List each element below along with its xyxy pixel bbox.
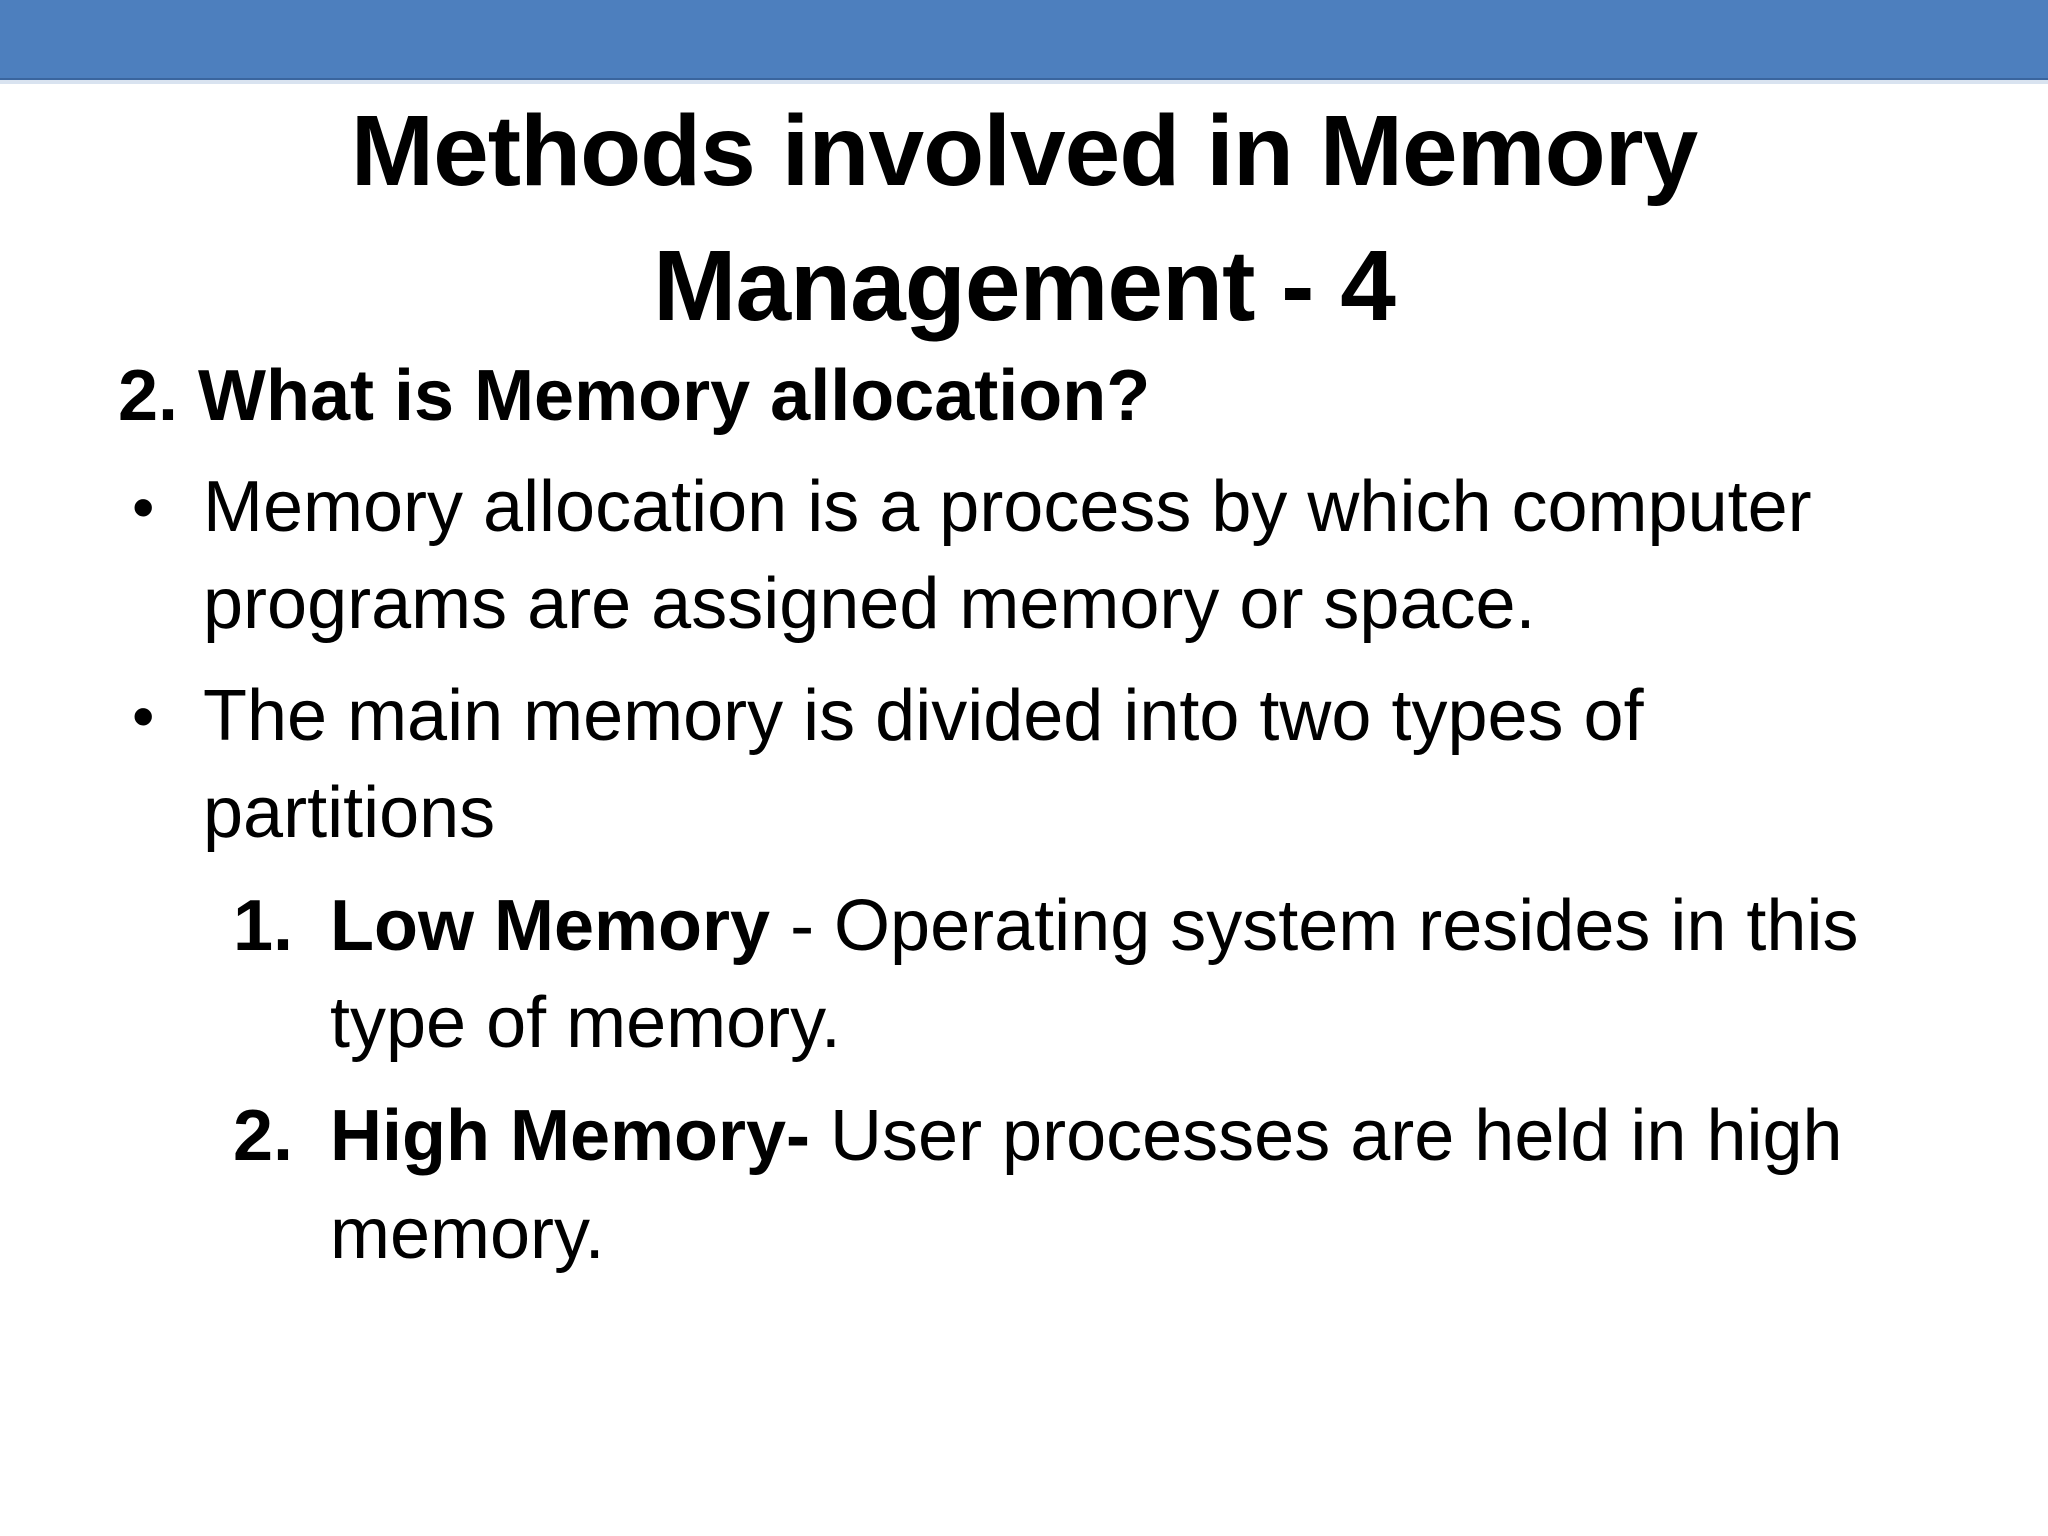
numbered-item-1: 1. Low Memory - Operating system resides…: [118, 878, 2008, 1072]
numbered-item-1-line-1: Low Memory - Operating system resides in…: [330, 878, 2008, 975]
slide-title-line1: Methods involved in Memory: [350, 95, 1698, 207]
bullet-icon: •: [132, 471, 155, 544]
numbered-item-2: 2. High Memory- User processes are held …: [118, 1088, 2008, 1282]
numbered-item-2-marker: 2.: [233, 1096, 294, 1177]
header-bar: [0, 0, 2048, 80]
slide-title: Methods involved in Memory Management - …: [0, 84, 2048, 354]
bullet-item-2: • The main memory is divided into two ty…: [118, 668, 2008, 862]
numbered-item-1-line-2: type of memory.: [330, 983, 841, 1064]
numbered-item-1-description: - Operating system resides in this: [770, 885, 1859, 966]
slide-body: 2. What is Memory allocation? • Memory a…: [0, 348, 2048, 1283]
slide-title-line2: Management - 4: [653, 230, 1396, 342]
bullet-item-1: • Memory allocation is a process by whic…: [118, 459, 2008, 653]
numbered-item-1-term: Low Memory: [330, 885, 771, 966]
header-bar-accent-line: [0, 80, 2048, 84]
numbered-item-2-description: User processes are held in high: [810, 1096, 1843, 1177]
bullet-2-line-1: The main memory is divided into two type…: [203, 675, 1644, 756]
numbered-item-2-line-2: memory.: [330, 1193, 605, 1274]
section-heading: 2. What is Memory allocation?: [118, 356, 1151, 436]
numbered-item-1-marker: 1.: [233, 885, 294, 966]
bullet-1-line-1: Memory allocation is a process by which …: [203, 467, 1812, 548]
numbered-item-2-term: High Memory-: [330, 1096, 811, 1177]
bullet-icon: •: [132, 679, 155, 752]
bullet-1-line-2: programs are assigned memory or space.: [203, 564, 1536, 645]
bullet-2-line-2: partitions: [203, 772, 496, 853]
numbered-item-2-line-1: High Memory- User processes are held in …: [330, 1088, 2008, 1185]
